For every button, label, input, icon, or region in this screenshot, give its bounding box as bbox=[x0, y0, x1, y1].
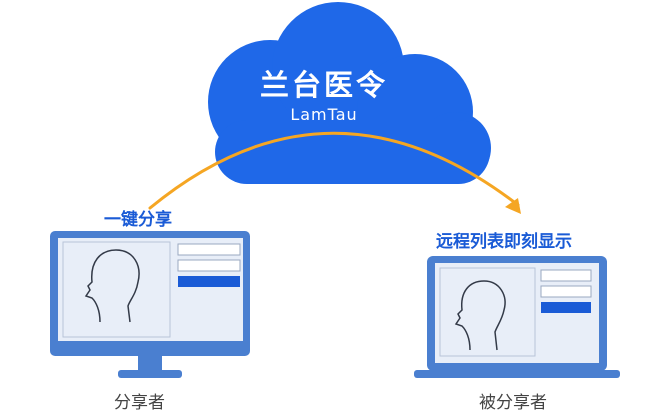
brand-name-en: LamTau bbox=[290, 105, 358, 124]
cloud-icon bbox=[208, 2, 491, 184]
brand-name-cn: 兰台医令 bbox=[259, 68, 388, 102]
share-action-label: 一键分享 bbox=[104, 210, 172, 230]
desktop-monitor bbox=[50, 231, 250, 378]
laptop-device bbox=[414, 256, 620, 378]
shared-caption: 被分享者 bbox=[479, 393, 547, 413]
head-profile-icon bbox=[84, 249, 140, 323]
remote-display-label: 远程列表即刻显示 bbox=[436, 232, 572, 252]
curved-arrow-icon bbox=[148, 131, 521, 214]
sharer-caption: 分享者 bbox=[114, 393, 165, 413]
head-profile-icon bbox=[454, 280, 506, 351]
